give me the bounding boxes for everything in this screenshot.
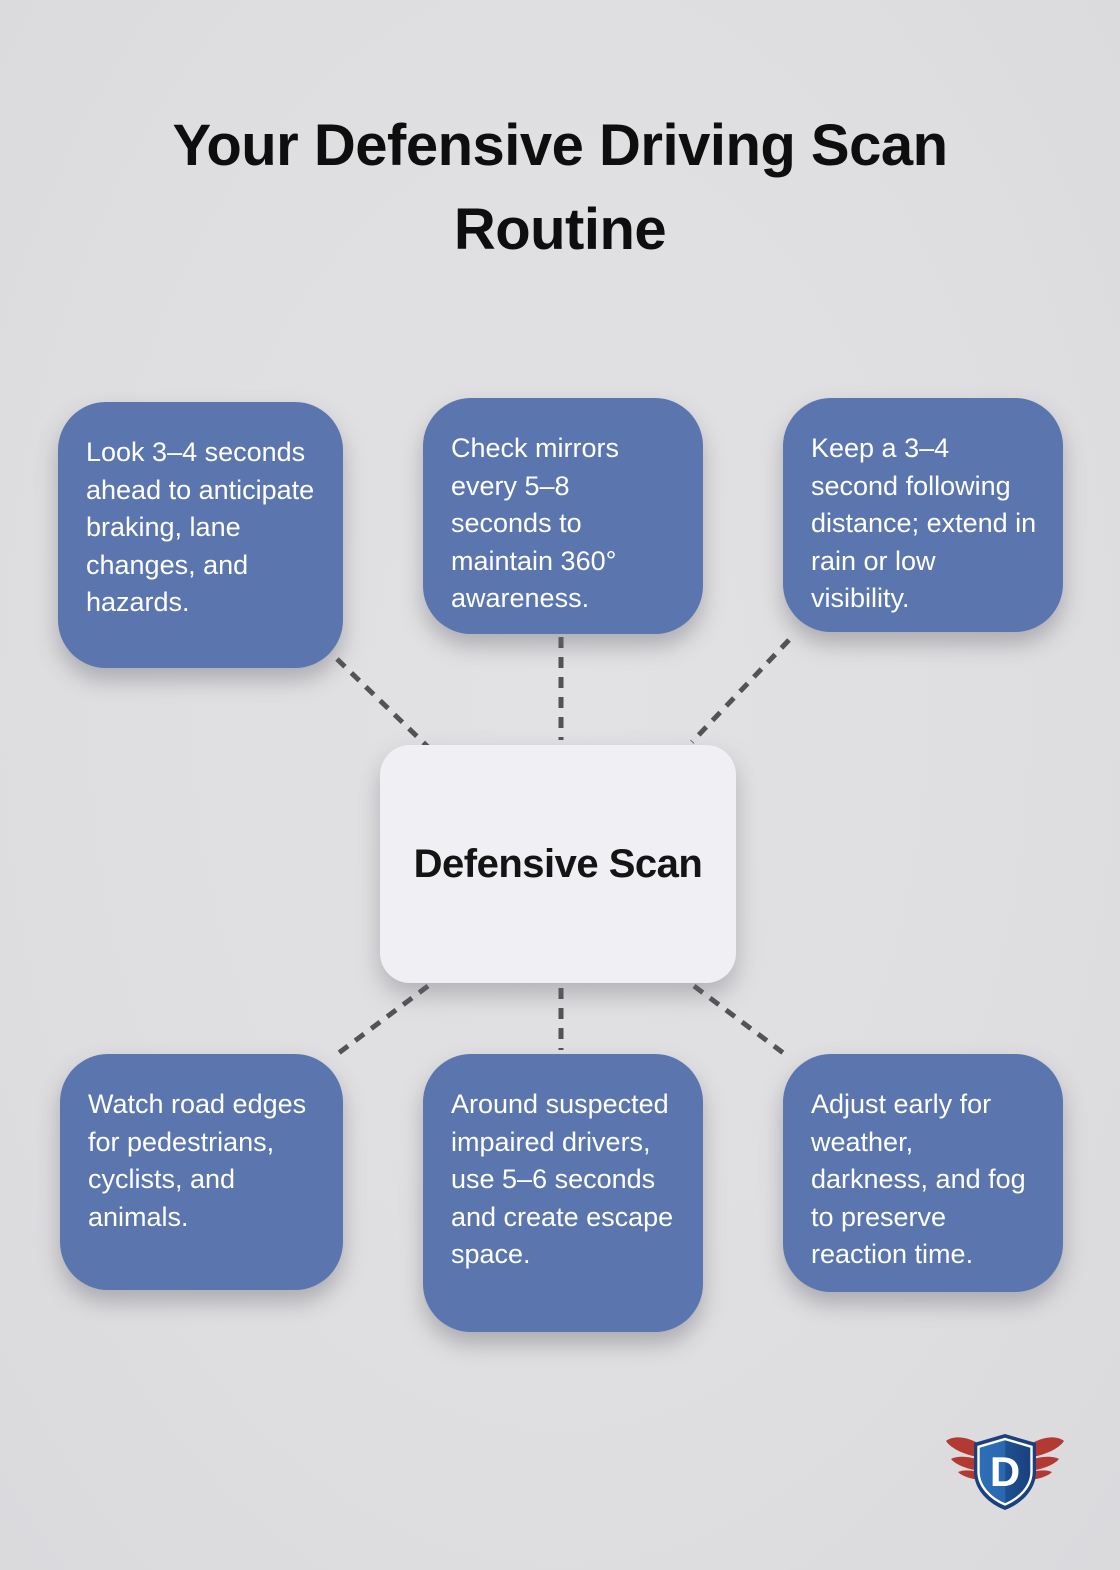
card-look-ahead: Look 3–4 seconds ahead to anticipate bra… [58,402,343,668]
connector-bottom-right [692,984,792,1060]
card-following-distance: Keep a 3–4 second following distance; ex… [783,398,1063,632]
card-following-distance-text: Keep a 3–4 second following distance; ex… [811,433,1037,614]
connector-top-left [335,657,430,749]
connector-top-right [690,638,791,744]
brand-logo: D [946,1434,1064,1510]
card-look-ahead-text: Look 3–4 seconds ahead to anticipate bra… [86,437,315,618]
page-title: Your Defensive Driving Scan Routine [172,113,948,263]
card-road-edges: Watch road edges for pedestrians, cyclis… [60,1054,343,1290]
card-impaired-drivers-text: Around suspected impaired drivers, use 5… [451,1089,674,1270]
card-check-mirrors-text: Check mirrors every 5–8 seconds to maint… [451,433,620,614]
logo-shield-icon: D [974,1434,1036,1510]
card-check-mirrors: Check mirrors every 5–8 seconds to maint… [423,398,703,634]
central-node: Defensive Scan [380,745,736,983]
central-node-label: Defensive Scan [413,841,703,886]
card-road-edges-text: Watch road edges for pedestrians, cyclis… [88,1089,307,1232]
card-weather-adjust-text: Adjust early for weather, darkness, and … [811,1089,1026,1270]
card-impaired-drivers: Around suspected impaired drivers, use 5… [423,1054,703,1332]
logo-letter: D [990,1448,1020,1495]
card-weather-adjust: Adjust early for weather, darkness, and … [783,1054,1063,1292]
connector-bottom-left [330,984,430,1060]
